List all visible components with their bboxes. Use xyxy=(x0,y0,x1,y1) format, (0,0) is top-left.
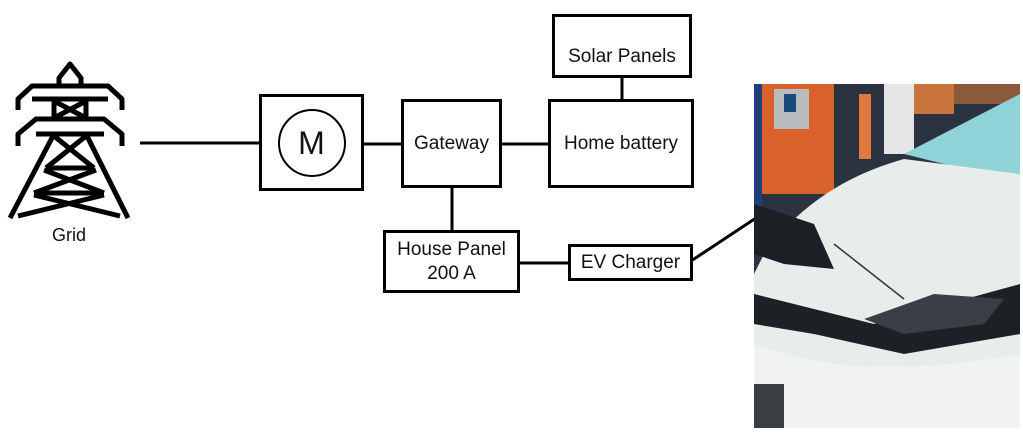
transmission-tower-icon xyxy=(7,61,131,220)
house-panel-box[interactable]: House Panel 200 A xyxy=(383,230,520,293)
meter-box[interactable]: M xyxy=(259,94,364,191)
meter-label: M xyxy=(298,124,325,161)
gateway-label: Gateway xyxy=(414,132,489,154)
ev-charger-box[interactable]: EV Charger xyxy=(568,244,693,281)
edge-charger-ev xyxy=(690,216,757,263)
home-battery-label: Home battery xyxy=(563,132,679,154)
meter-circle-icon: M xyxy=(277,108,346,177)
grid-label: Grid xyxy=(52,225,87,245)
house-panel-label: House Panel xyxy=(397,238,506,260)
gateway-box[interactable]: Gateway xyxy=(401,99,502,188)
ev-charger-label: EV Charger xyxy=(580,251,681,273)
solar-panels-box[interactable]: Solar Panels xyxy=(552,14,692,78)
house-panel-rating: 200 A xyxy=(427,262,476,284)
home-battery-box[interactable]: Home battery xyxy=(548,99,694,188)
solar-panels-label: Solar Panels xyxy=(568,46,676,68)
ev-charging-photo xyxy=(754,84,1020,428)
